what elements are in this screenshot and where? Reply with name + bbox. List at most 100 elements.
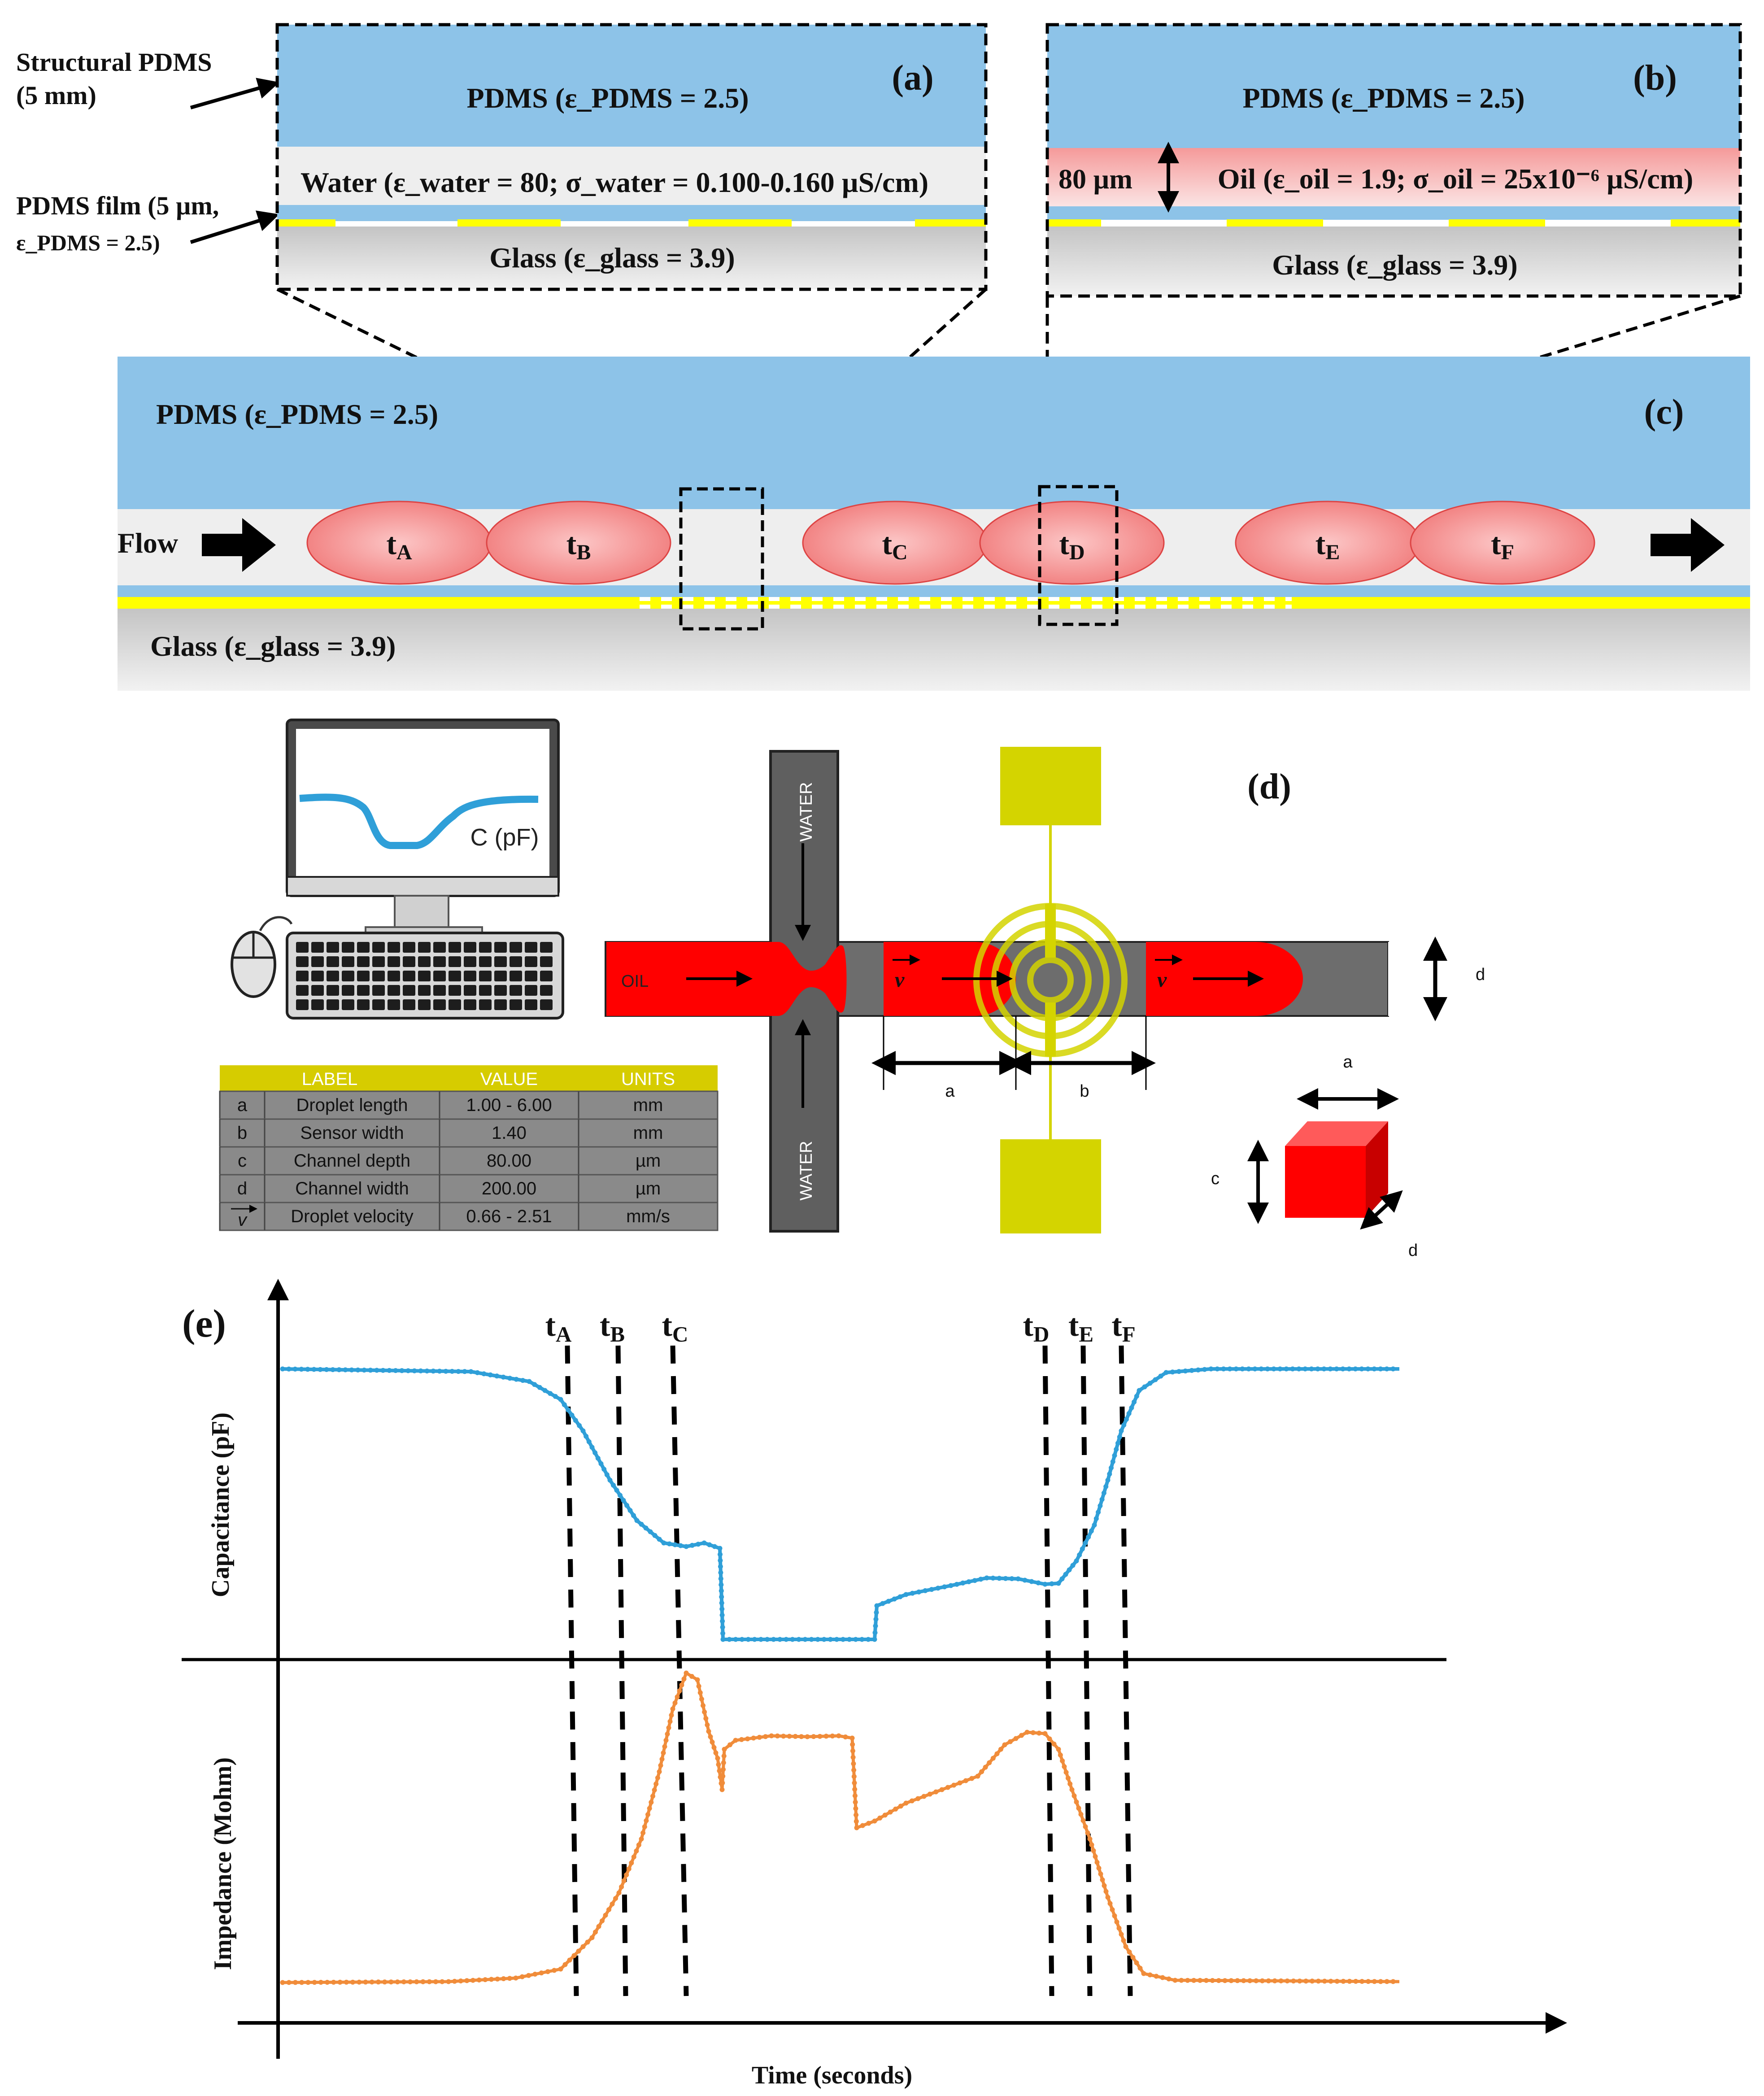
capacitance-point	[1059, 1576, 1065, 1582]
capacitance-point	[604, 1472, 610, 1477]
capacitance-point	[720, 1625, 725, 1630]
impedance-point	[576, 1948, 581, 1954]
key	[372, 985, 385, 996]
glass-label-b: Glass (ε_glass = 3.9)	[1272, 249, 1517, 281]
impedance-point	[1105, 1895, 1111, 1900]
capacitance-point	[1074, 1558, 1079, 1564]
capacitance-point	[1124, 1416, 1129, 1422]
capacitance-point	[1290, 1366, 1295, 1372]
impedance-point	[684, 1670, 689, 1676]
impedance-point	[805, 1734, 810, 1739]
electrodes-a	[277, 219, 986, 227]
droplet-label-te: tE	[1315, 527, 1340, 564]
impedance-point	[787, 1734, 792, 1739]
capacitance-point	[910, 1591, 915, 1596]
key	[525, 971, 537, 981]
capacitance-point	[1105, 1477, 1111, 1483]
impedance-point	[983, 1765, 988, 1770]
capacitance-point	[828, 1637, 833, 1642]
impedance-point	[706, 1729, 711, 1734]
key	[311, 942, 324, 953]
capacitance-point	[520, 1378, 526, 1383]
impedance-point	[408, 1979, 413, 1984]
impedance-point	[589, 1935, 595, 1940]
capacitance-point	[368, 1368, 373, 1373]
capacitance-point	[948, 1583, 954, 1588]
impedance-point	[703, 1716, 709, 1721]
capacitance-point	[790, 1637, 795, 1642]
key	[525, 985, 537, 996]
table-cell: 200.00	[482, 1179, 536, 1198]
capacitance-point	[1036, 1580, 1041, 1586]
velocity-symbol-2: v	[1157, 968, 1167, 992]
key	[372, 942, 385, 953]
droplet-cuboid: a c d	[1211, 1053, 1418, 1260]
key	[510, 942, 522, 953]
impedance-point	[969, 1776, 975, 1781]
flow-arrow-right	[1651, 518, 1725, 572]
thickness-label: 80 µm	[1058, 164, 1132, 195]
impedance-point	[854, 1825, 859, 1830]
marker-label-tf: tF	[1111, 1308, 1135, 1346]
capacitance-point	[1195, 1367, 1201, 1373]
key	[464, 985, 476, 996]
key	[479, 942, 492, 953]
capacitance-point	[1365, 1366, 1371, 1372]
impedance-point	[945, 1785, 950, 1790]
impedance-point	[1210, 1978, 1215, 1983]
capacitance-point	[1056, 1581, 1061, 1586]
capacitance-point	[1163, 1370, 1169, 1375]
capacitance-point	[584, 1434, 589, 1439]
impedance-point	[1103, 1889, 1109, 1894]
capacitance-point	[886, 1599, 891, 1604]
capacitance-point	[318, 1367, 323, 1372]
impedance-point	[939, 1787, 945, 1792]
key	[433, 999, 446, 1010]
impedance-point	[1063, 1769, 1069, 1775]
impedance-point	[667, 1719, 673, 1724]
interdigitated-electrodes	[629, 597, 1292, 609]
key	[342, 985, 354, 996]
impedance-point	[1112, 1913, 1117, 1918]
impedance-point	[727, 1742, 732, 1747]
impedance-point	[699, 1696, 704, 1702]
key	[464, 956, 476, 967]
impedance-point	[526, 1973, 531, 1978]
impedance-point	[603, 1913, 608, 1918]
impedance-point	[1119, 1932, 1124, 1937]
impedance-point	[476, 1977, 482, 1983]
impedance-point	[850, 1748, 855, 1754]
key	[296, 942, 309, 953]
capacitance-point	[1110, 1459, 1115, 1464]
capacitance-point	[494, 1373, 500, 1379]
key	[540, 985, 553, 996]
capacitance-point	[562, 1402, 567, 1408]
key	[433, 985, 446, 996]
capacitance-point	[719, 1594, 724, 1599]
capacitance-point	[1142, 1384, 1147, 1390]
capacitance-point	[443, 1368, 449, 1374]
table-cell: µm	[636, 1151, 661, 1171]
impedance-point	[369, 1979, 375, 1985]
table-cell: c	[238, 1151, 247, 1171]
key	[311, 985, 324, 996]
impedance-point	[552, 1968, 557, 1973]
capacitance-point	[624, 1503, 629, 1508]
impedance-point	[580, 1944, 586, 1949]
impedance-point	[433, 1979, 438, 1984]
marker-label-td: tD	[1023, 1308, 1050, 1346]
capacitance-point	[311, 1367, 317, 1372]
impedance-point	[446, 1979, 451, 1984]
capacitance-point	[717, 1546, 723, 1551]
key	[403, 942, 415, 953]
impedance-point	[652, 1787, 657, 1793]
impedance-point	[877, 1815, 883, 1821]
key	[357, 971, 370, 981]
marker-line-tb	[615, 1345, 628, 1996]
impedance-point	[670, 1706, 675, 1712]
table-cell: Channel depth	[294, 1151, 410, 1171]
capacitance-point	[648, 1529, 653, 1534]
impedance-point	[708, 1734, 713, 1739]
impedance-point	[357, 1979, 362, 1985]
